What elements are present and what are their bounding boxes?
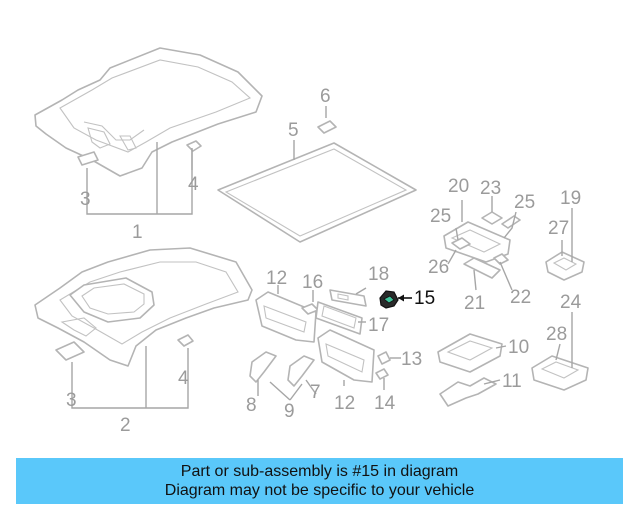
callout-8: 8 [246, 395, 257, 416]
callout-labels: 3 4 1 3 4 2 5 6 12 16 18 15 17 13 14 12 … [66, 86, 582, 436]
sun-visor-upper [255, 291, 317, 343]
map-lamp-housing-20 [443, 221, 511, 263]
callout-9: 9 [284, 401, 295, 422]
assist-grip-7 [287, 355, 315, 387]
map-lamp-switch-23 [481, 211, 503, 225]
sunvisor-mount-plate-lower [55, 341, 85, 361]
callout-24: 24 [560, 292, 582, 313]
map-lamp-screw-22 [493, 253, 509, 265]
callout-10: 10 [508, 337, 529, 358]
callout-17: 17 [368, 315, 389, 336]
callout-3: 3 [80, 189, 91, 210]
callout-14: 14 [374, 393, 396, 414]
callout-13: 13 [401, 349, 422, 370]
callout-12: 12 [266, 268, 287, 289]
callout-23: 23 [480, 178, 501, 199]
sun-visor-lower [317, 329, 375, 383]
sunvisor-mount-plate-upper [77, 151, 99, 166]
callout-26: 26 [428, 257, 449, 278]
callout-15: 15 [414, 288, 435, 309]
console-bracket-11 [439, 377, 497, 407]
callout-20: 20 [448, 176, 469, 197]
part-15-clip [379, 290, 399, 309]
callout-7: 7 [310, 382, 321, 403]
dome-lamp-19 [545, 251, 585, 281]
map-lamp-bracket-21 [463, 257, 501, 279]
callout-3: 3 [66, 390, 77, 411]
callout-27: 27 [548, 218, 569, 239]
vanity-mirror-17 [315, 301, 363, 335]
callout-6: 6 [320, 86, 331, 107]
callout-5: 5 [288, 120, 299, 141]
callout-16: 16 [302, 272, 323, 293]
callout-25: 25 [430, 206, 451, 227]
roof-trim-panel [217, 142, 417, 243]
assist-grip-8 [249, 351, 277, 383]
callout-22: 22 [510, 287, 531, 308]
leader-lines [71, 106, 573, 409]
headliner-clip-upper [186, 140, 202, 152]
callout-2: 2 [120, 415, 131, 436]
callout-19: 19 [560, 188, 581, 209]
callout-12: 12 [334, 393, 355, 414]
vanity-lens-18 [329, 289, 367, 307]
parts-diagram: 3 4 1 3 4 2 5 6 12 16 18 15 17 13 14 12 … [34, 47, 589, 436]
banner-line-disclaimer: Diagram may not be specific to your vehi… [164, 482, 475, 499]
headliner-upper [34, 47, 263, 177]
dome-lamp-24 [531, 355, 589, 391]
callout-1: 1 [132, 222, 143, 243]
callout-25: 25 [514, 192, 535, 213]
callout-4: 4 [178, 368, 189, 389]
roof-clip-6 [317, 120, 337, 134]
callout-4: 4 [188, 174, 199, 195]
map-lamp-lens-26 [451, 237, 471, 250]
banner-line-part-number: Part or sub-assembly is #15 in diagram [180, 463, 459, 480]
info-banner: Part or sub-assembly is #15 in diagram D… [16, 458, 623, 504]
clip-14 [375, 368, 389, 380]
callout-21: 21 [464, 293, 485, 314]
bracket-13 [377, 351, 391, 365]
headliner-lower [34, 247, 253, 367]
overhead-console-10 [437, 333, 503, 373]
callout-11: 11 [502, 371, 522, 392]
headliner-clip-lower [177, 334, 194, 347]
callout-18: 18 [368, 264, 389, 285]
map-lamp-wire-25 [501, 215, 521, 229]
callout-28: 28 [546, 324, 567, 345]
